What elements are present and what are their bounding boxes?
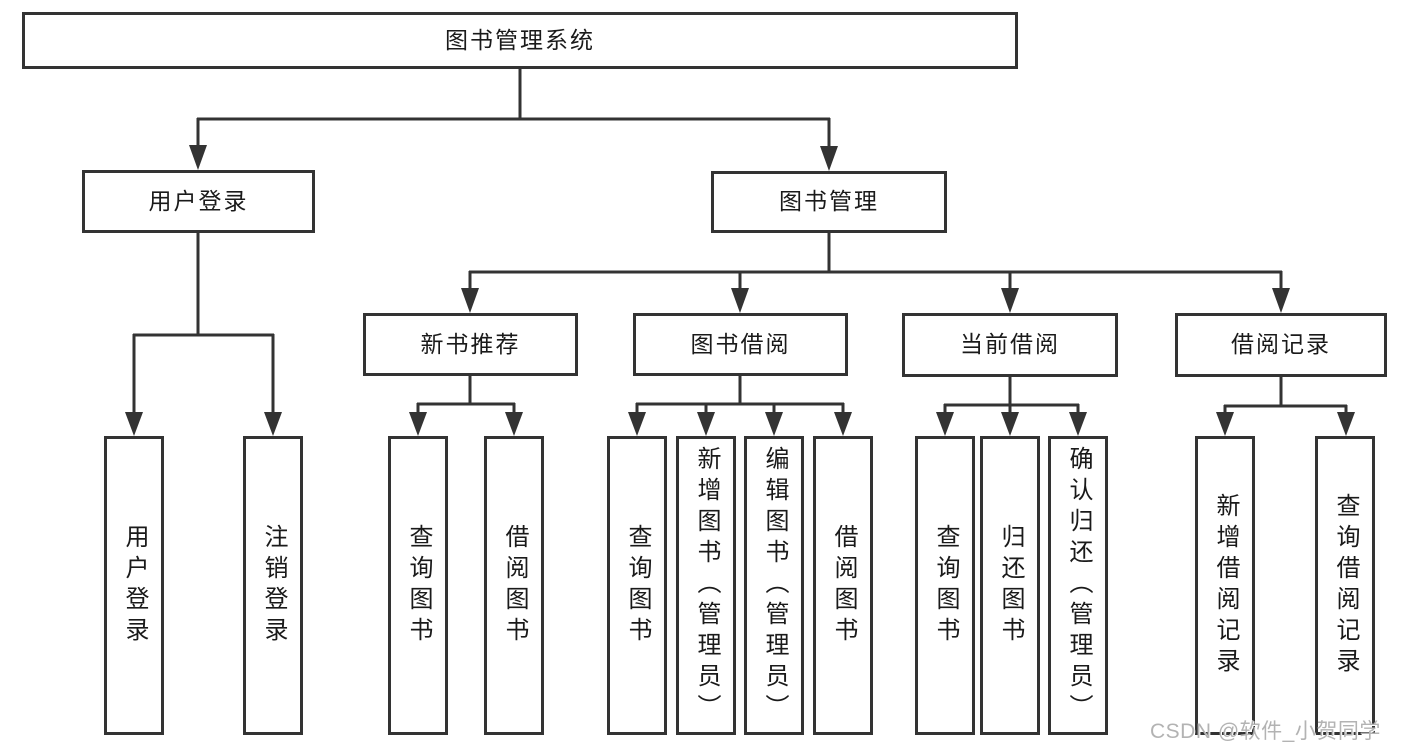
leaf-recommend-borrow-books: 借阅图书: [484, 436, 544, 735]
node-book-borrowing-label: 图书借阅: [690, 330, 791, 357]
leaf-borrowing-query-books-label: 查询图书: [624, 523, 651, 648]
leaf-edit-books-admin: 编辑图书（管理员）: [744, 436, 804, 735]
csdn-watermark: CSDN @软件_小贺同学: [1150, 720, 1381, 743]
leaf-confirm-return-admin: 确认归还（管理员）: [1048, 436, 1108, 735]
leaf-return-books-label: 归还图书: [997, 523, 1024, 648]
leaf-borrowing-query-books: 查询图书: [607, 436, 667, 735]
leaf-add-borrow-record: 新增借阅记录: [1195, 436, 1255, 735]
leaf-current-query-books: 查询图书: [915, 436, 975, 735]
leaf-confirm-return-admin-label: 确认归还（管理员）: [1065, 446, 1092, 725]
leaf-recommend-query-books-label: 查询图书: [405, 523, 432, 648]
node-book-borrowing: 图书借阅: [633, 313, 848, 376]
node-borrowing-records: 借阅记录: [1175, 313, 1387, 377]
leaf-return-books: 归还图书: [980, 436, 1040, 735]
leaf-borrowing-borrow-books: 借阅图书: [813, 436, 873, 735]
node-borrowing-records-label: 借阅记录: [1231, 331, 1331, 358]
node-current-borrowing-label: 当前借阅: [960, 331, 1060, 358]
leaf-query-borrow-record: 查询借阅记录: [1315, 436, 1375, 735]
leaf-user-login: 用户登录: [104, 436, 164, 735]
leaf-add-books-admin-label: 新增图书（管理员）: [693, 446, 720, 725]
leaf-logout-label: 注销登录: [260, 523, 287, 648]
leaf-borrowing-borrow-books-label: 借阅图书: [830, 523, 857, 648]
leaf-current-query-books-label: 查询图书: [932, 523, 959, 648]
leaf-add-books-admin: 新增图书（管理员）: [676, 436, 736, 735]
node-new-book-recommend-label: 新书推荐: [420, 330, 521, 357]
leaf-user-login-label: 用户登录: [121, 523, 148, 648]
leaf-logout: 注销登录: [243, 436, 303, 735]
node-new-book-recommend: 新书推荐: [363, 313, 578, 376]
node-user-login: 用户登录: [82, 170, 315, 233]
node-user-login-label: 用户登录: [148, 187, 249, 214]
node-root-system: 图书管理系统: [22, 12, 1018, 69]
node-root-label: 图书管理系统: [445, 26, 595, 53]
leaf-edit-books-admin-label: 编辑图书（管理员）: [761, 446, 788, 725]
leaf-add-borrow-record-label: 新增借阅记录: [1212, 492, 1239, 679]
node-current-borrowing: 当前借阅: [902, 313, 1118, 377]
leaf-recommend-borrow-books-label: 借阅图书: [501, 523, 528, 648]
leaf-query-borrow-record-label: 查询借阅记录: [1332, 492, 1359, 679]
leaf-recommend-query-books: 查询图书: [388, 436, 448, 735]
node-book-management-label: 图书管理: [779, 188, 879, 215]
node-book-management: 图书管理: [711, 171, 947, 233]
